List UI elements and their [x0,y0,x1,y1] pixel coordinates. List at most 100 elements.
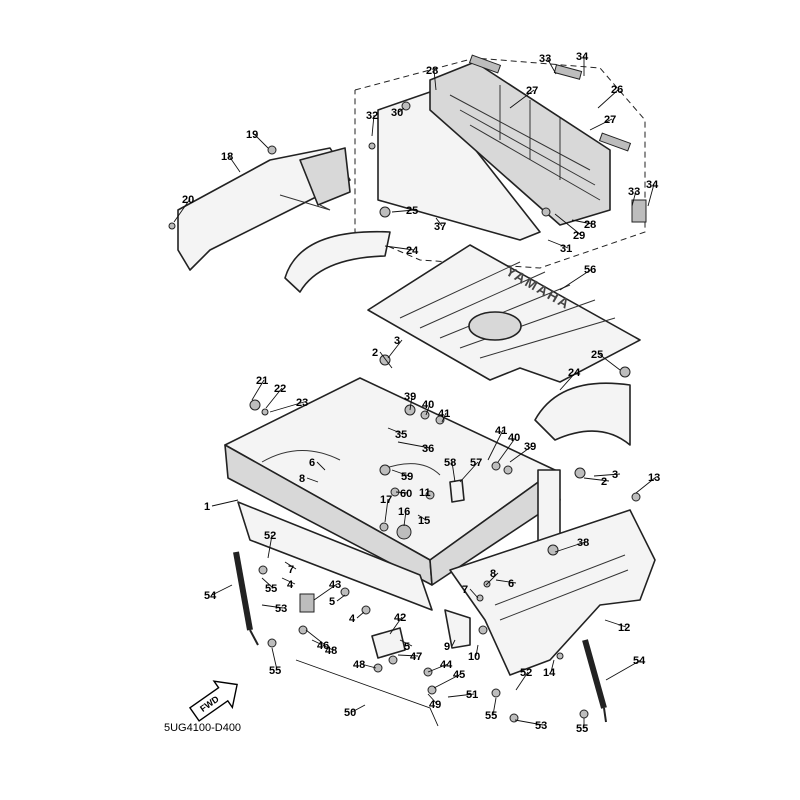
callout-22: 22 [274,383,286,395]
bracket-right [631,199,647,223]
leader-line-30 [398,107,405,113]
bolt-25-right [619,366,631,378]
fender-24-right [534,382,631,446]
callout-44: 44 [440,659,453,671]
callout-28: 28 [426,65,438,77]
callout-2: 2 [372,347,378,359]
screw-20 [168,222,176,230]
screw-19 [267,145,277,155]
leader-line-35 [387,427,404,435]
callout-5: 5 [404,641,410,653]
callout-20: 20 [182,194,194,206]
leader-line-57 [459,461,479,483]
callout-53: 53 [535,720,547,732]
callout-48: 48 [353,659,365,671]
leader-line-5 [336,594,346,602]
callout-55: 55 [485,710,497,722]
leader-line-29 [554,213,582,236]
callout-52: 52 [264,530,276,542]
callout-24: 24 [406,245,419,257]
callout-39: 39 [404,391,416,403]
callout-4: 4 [287,579,294,591]
leader-line-28 [433,69,437,91]
leader-line-58 [451,461,456,483]
callout-49: 49 [429,699,441,711]
leader-line-40 [497,436,517,463]
leader-line-11 [426,491,429,497]
callout-29: 29 [573,230,585,242]
callout-55: 55 [265,583,277,595]
fwd-arrow-icon [188,680,238,722]
callout-3: 3 [612,469,618,481]
leader-line-23 [269,401,305,413]
callout-14: 14 [543,667,556,679]
leader-line-24 [559,371,577,391]
callout-6: 6 [309,457,315,469]
leader-line-13 [635,476,657,494]
callout-2: 2 [601,476,607,488]
callout-27: 27 [604,114,616,126]
tailgate-assembly [354,54,647,269]
callout-48: 48 [325,645,337,657]
leader-line-48 [311,639,334,651]
callout-37: 37 [434,221,446,233]
leader-line-51 [447,693,475,698]
leader-line-54 [605,659,642,681]
latch-rod [295,659,439,727]
callout-11: 11 [419,487,431,499]
leader-line-1 [211,499,239,507]
leader-line-33 [631,190,637,207]
callout-50: 50 [344,707,356,719]
leader-line-21 [251,379,265,401]
callout-28: 28 [584,219,596,231]
leader-line-42 [389,616,403,635]
leader-line-55 [271,647,278,671]
callout-32: 32 [366,110,378,122]
bracket-47 [371,627,406,659]
callout-58: 58 [444,457,456,469]
callout-54: 54 [633,655,646,667]
leader-line-26 [597,88,620,109]
callout-34: 34 [576,51,589,63]
leader-line-4 [281,577,296,585]
leader-line-37 [435,217,443,227]
fwd-arrow: FWD [188,680,238,722]
callout-40: 40 [508,432,520,444]
callout-5: 5 [329,596,335,608]
side-panel-end [299,147,351,206]
bracket-9 [444,609,471,649]
leader-line-52 [515,671,529,691]
leader-line-8 [485,572,499,586]
leader-line-27 [509,89,535,109]
callout-45: 45 [453,669,465,681]
leader-line-40 [425,403,431,416]
leader-line-53 [514,719,544,726]
leader-line-32 [371,114,375,137]
callout-59: 59 [401,471,413,483]
callout-52: 52 [520,667,532,679]
callout-41: 41 [438,408,450,420]
callout-40: 40 [422,399,434,411]
leader-line-38 [554,541,586,553]
leader-line-46 [305,629,326,646]
callout-25: 25 [591,349,603,361]
gas-struts [233,551,607,723]
leader-line-5 [399,639,413,647]
leader-line-60 [395,491,409,494]
leader-line-4 [356,611,365,619]
tailgate-panel-inner [377,91,541,241]
callout-24: 24 [568,367,581,379]
callout-41: 41 [495,425,507,437]
callout-13: 13 [648,472,660,484]
leader-line-55 [261,577,274,589]
leader-line-41 [487,429,504,461]
leader-line-54 [211,584,233,596]
leader-line-17 [384,498,389,523]
leader-line-24 [384,245,415,251]
callout-54: 54 [204,590,217,602]
callout-9: 9 [444,641,450,653]
lower-frame [237,501,433,659]
callout-56: 56 [584,264,596,276]
leader-line-6 [316,461,326,471]
